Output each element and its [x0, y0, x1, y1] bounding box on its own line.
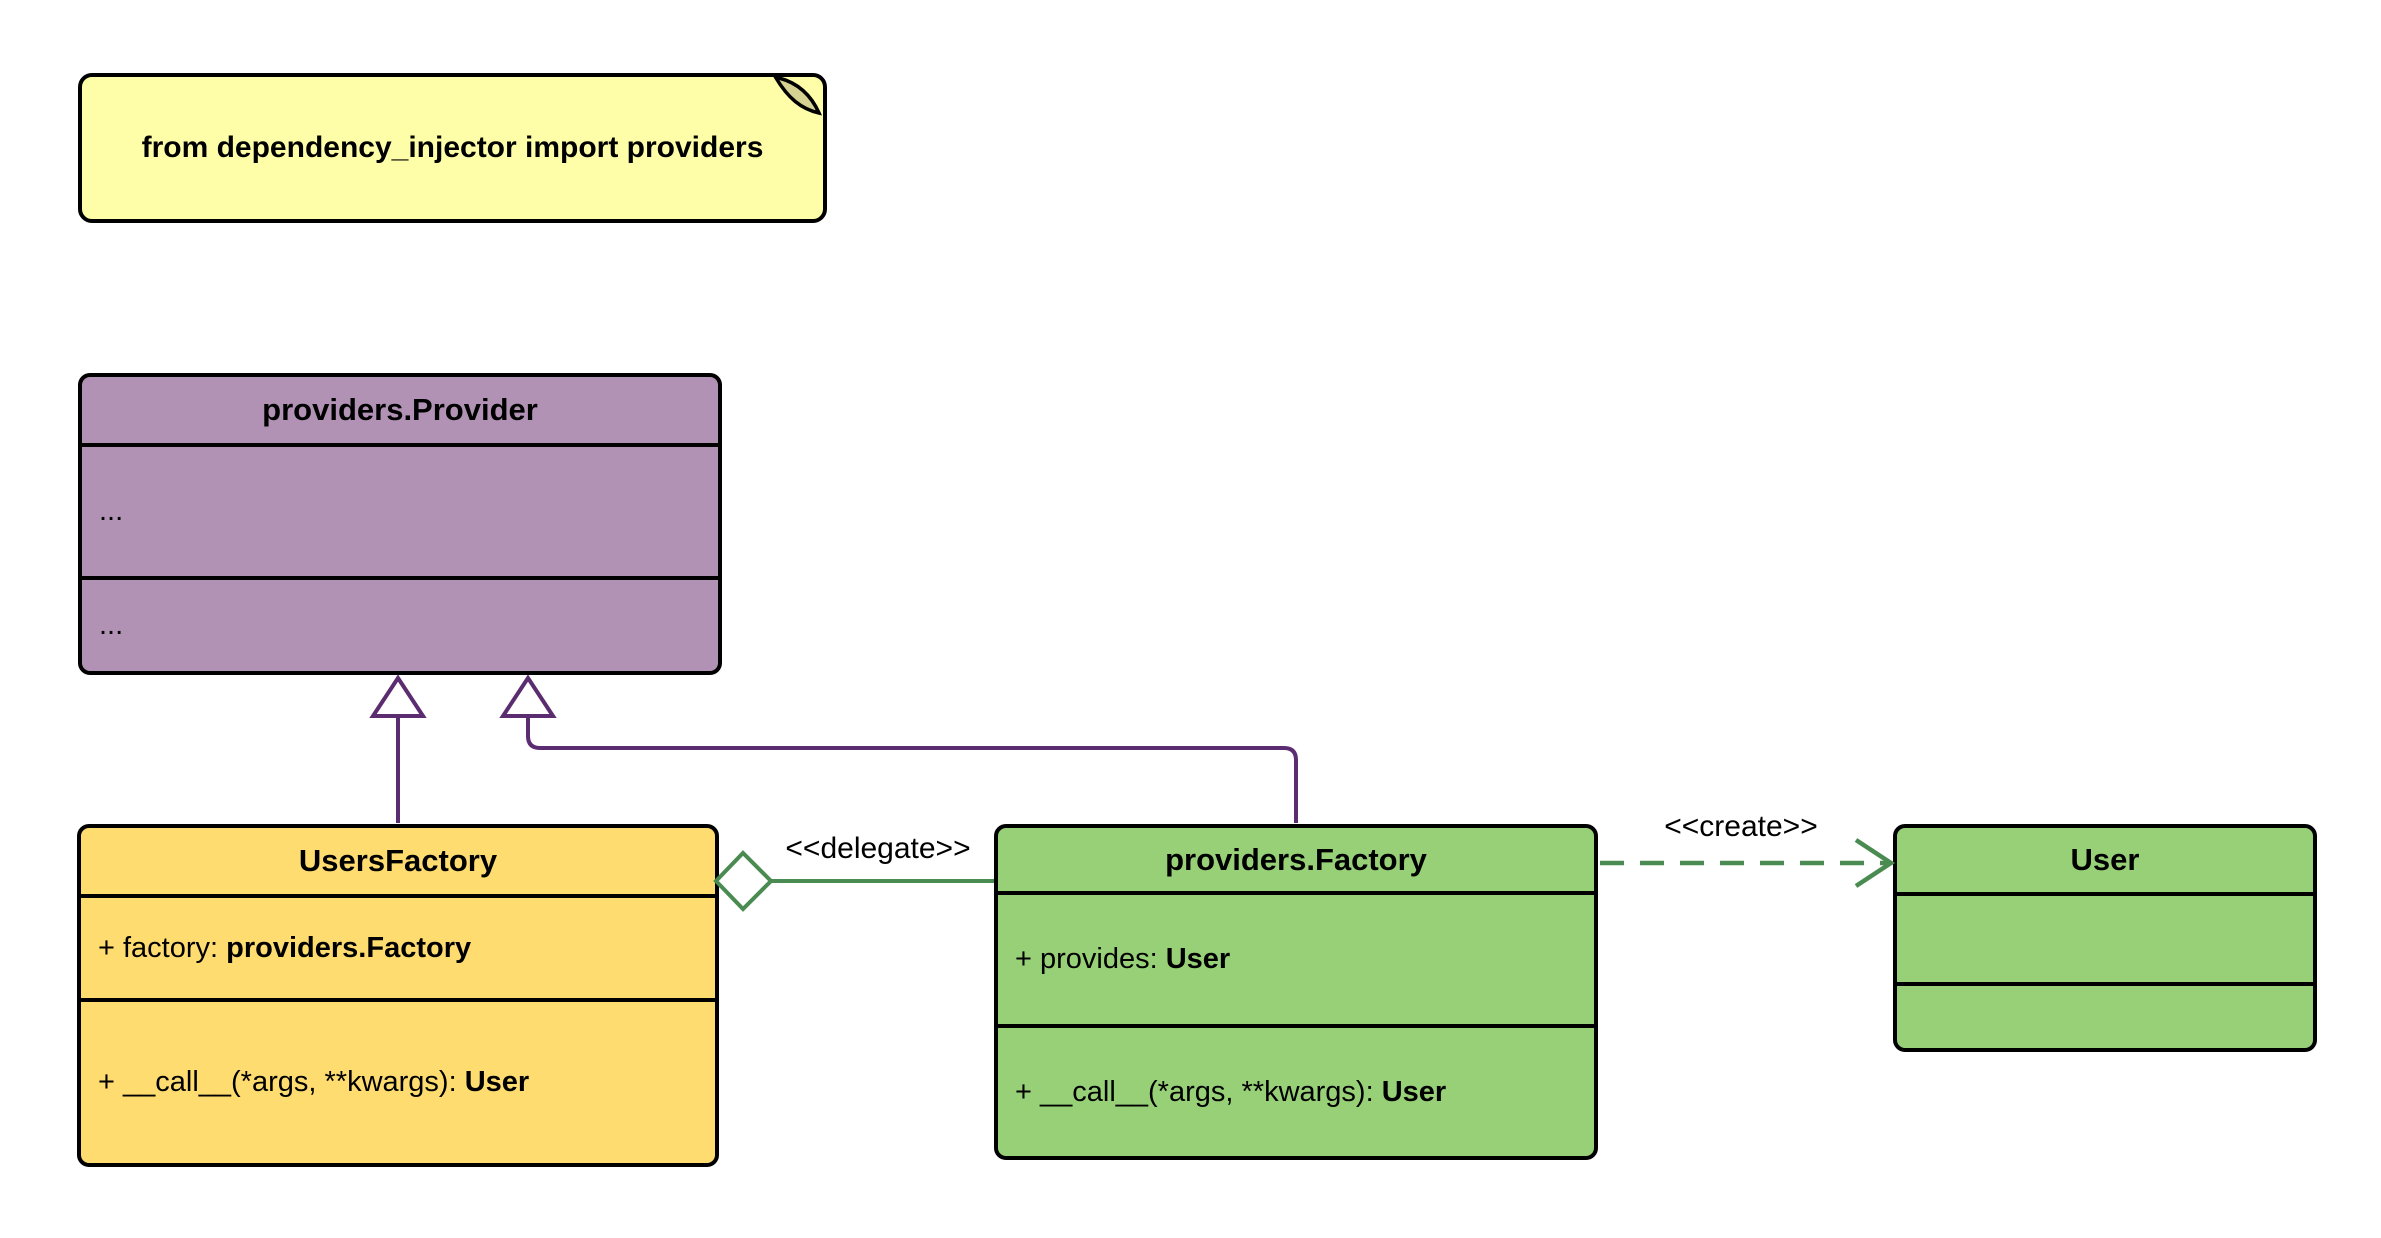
note-text: from dependency_injector import provider… [141, 131, 764, 164]
attribute-type: providers.Factory [226, 931, 472, 964]
inheritance-edge-factory [526, 716, 1298, 823]
attributes-compartment: ... [82, 447, 718, 580]
attributes-compartment [1897, 896, 2313, 986]
inheritance-arrowhead-usersfactory [369, 674, 427, 718]
method-label: + __call__(*args, **kwargs): [1015, 1075, 1382, 1108]
note-import-providers: from dependency_injector import provider… [78, 73, 827, 223]
attributes-compartment: + provides: User [998, 895, 1594, 1028]
attribute-type: User [1165, 943, 1231, 975]
method-label: + __call__(*args, **kwargs): [98, 1066, 465, 1098]
aggregation-diamond-icon [713, 850, 774, 912]
method-return-type: User [1381, 1075, 1447, 1108]
methods-compartment: + __call__(*args, **kwargs): User [81, 1002, 715, 1163]
inheritance-arrowhead-factory [499, 674, 557, 718]
class-title: providers.Factory [998, 828, 1594, 895]
method-return-type: User [464, 1066, 530, 1098]
attributes-compartment: + factory: providers.Factory [81, 898, 715, 1002]
class-usersfactory: UsersFactory + factory: providers.Factor… [77, 824, 719, 1167]
attribute-label: + factory: [98, 931, 227, 964]
class-providers-factory: providers.Factory + provides: User + __c… [994, 824, 1598, 1160]
attribute-label: + provides: [1015, 943, 1166, 975]
create-arrowhead-icon [1854, 838, 1896, 888]
note-fold-icon [773, 76, 823, 116]
methods-compartment: + __call__(*args, **kwargs): User [998, 1028, 1594, 1156]
methods-compartment: ... [82, 580, 718, 671]
class-title: User [1897, 828, 2313, 896]
create-label: <<create>> [1664, 810, 1818, 843]
class-user: User [1893, 824, 2317, 1052]
note-fold-shape [773, 76, 823, 116]
methods-compartment [1897, 986, 2313, 1048]
delegate-label: <<delegate>> [785, 832, 971, 865]
class-title: UsersFactory [81, 828, 715, 898]
methods-placeholder: ... [99, 609, 124, 641]
attributes-placeholder: ... [99, 495, 124, 527]
class-providers-provider: providers.Provider ... ... [78, 373, 722, 675]
class-title: providers.Provider [82, 377, 718, 447]
